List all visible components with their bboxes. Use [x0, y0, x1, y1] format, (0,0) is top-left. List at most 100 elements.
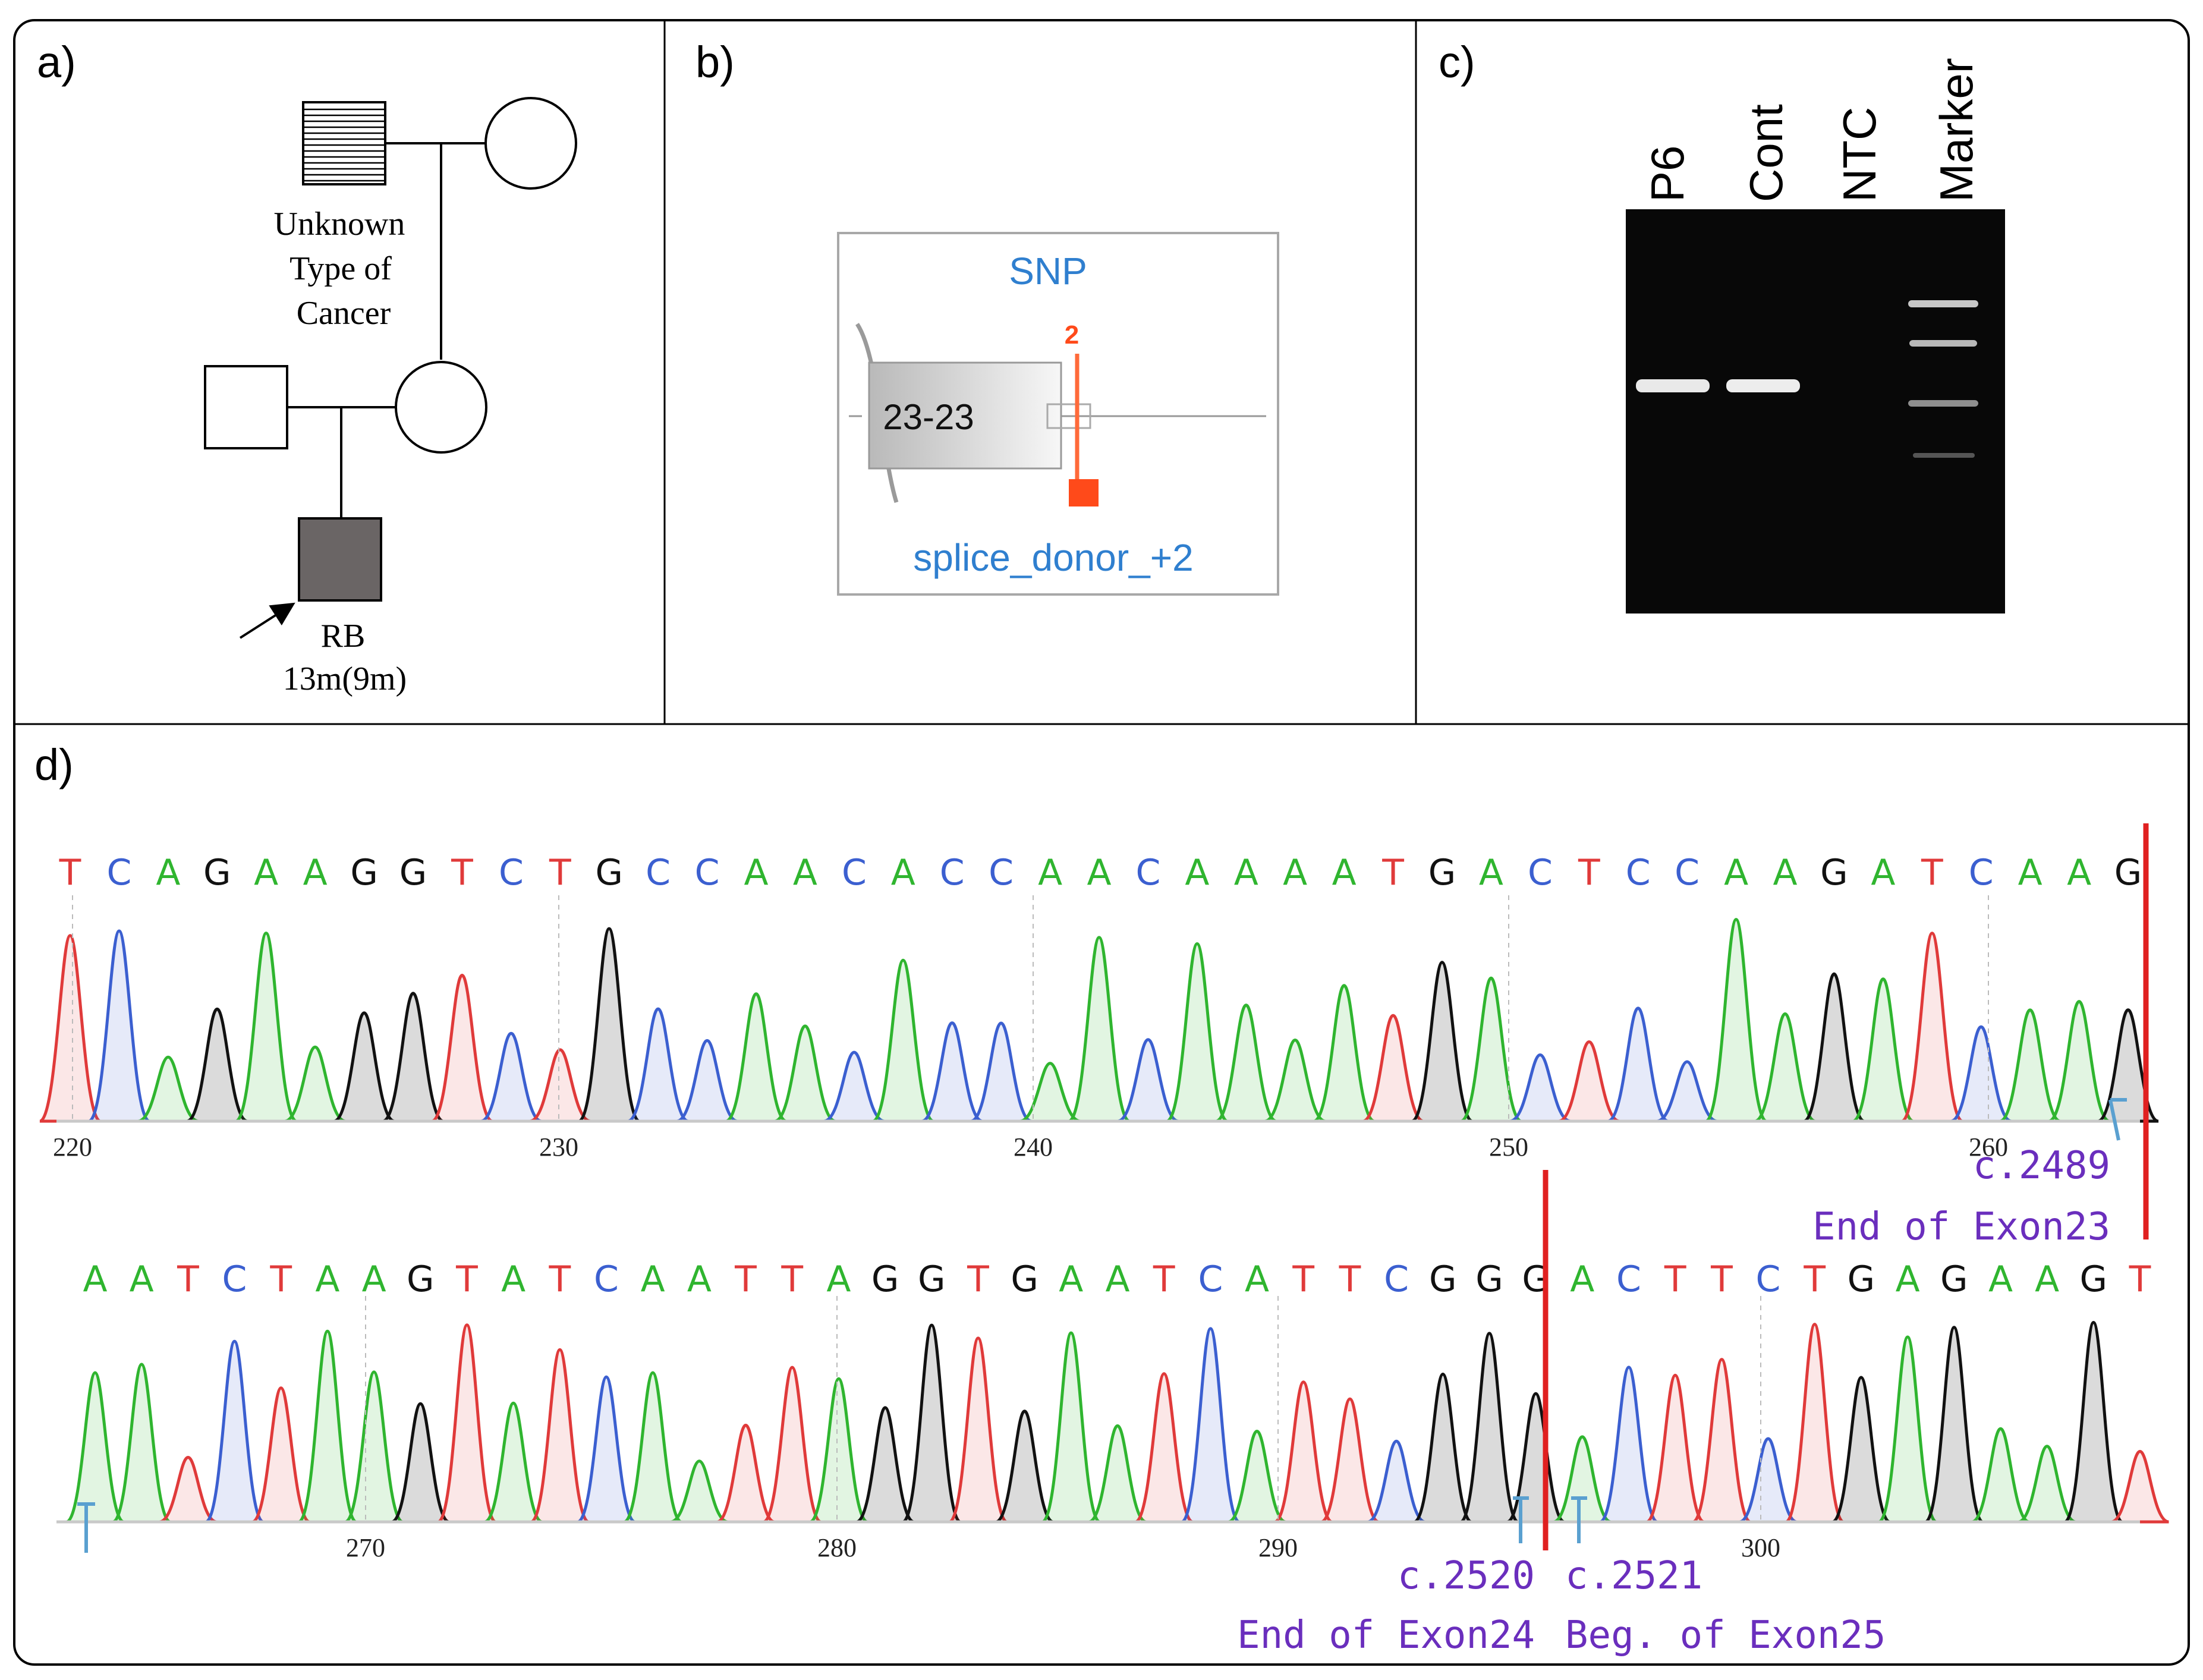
row2-peak-33: [1599, 1366, 1658, 1524]
row1-base-18: C: [940, 852, 965, 894]
row1-peak-29: [1460, 976, 1522, 1123]
row2-tick-280: 280: [817, 1533, 857, 1562]
row1-base-33: C: [1675, 852, 1700, 894]
row1-peak-38: [1900, 932, 1963, 1123]
row1-peak-7: [382, 992, 445, 1123]
marker-band-3: [1908, 400, 1978, 407]
row1-peak-19: [970, 1021, 1033, 1123]
row1-base-41: A: [2067, 852, 2091, 894]
exon-box: [868, 361, 1062, 470]
row1-base-11: G: [595, 852, 623, 894]
row1-peak-9: [480, 1031, 542, 1123]
row1-base-5: A: [303, 852, 328, 894]
row1-base-38: T: [1921, 852, 1943, 894]
row2-base-16: A: [826, 1259, 851, 1300]
row2-peak-7: [391, 1402, 450, 1524]
proband-arrow: [239, 602, 295, 639]
row2-base-6: A: [362, 1259, 386, 1300]
row2-base-34: T: [1664, 1259, 1686, 1300]
row1-peak-18: [921, 1021, 983, 1123]
row2-peak-26: [1274, 1380, 1333, 1524]
marker-band-1: [1908, 300, 1978, 307]
row1-base-26: A: [1332, 852, 1357, 894]
row2-peak-42: [2018, 1445, 2076, 1524]
panel-a-pedigree: a) Unknown Type of Cancer RB 13m(9m): [37, 37, 577, 697]
variant-position-number: 2: [1065, 320, 1079, 350]
row1-peak-30: [1509, 1053, 1571, 1123]
row1-annotation-position: c.2489: [1973, 1144, 2110, 1188]
row1-base-37: A: [1871, 852, 1895, 894]
row1-base-14: A: [744, 852, 768, 894]
row1-traces: [39, 918, 2159, 1123]
variant-marker-square: [1069, 479, 1099, 506]
row1-base-8: T: [451, 852, 473, 894]
row2-base-37: T: [1803, 1259, 1826, 1300]
row2-annotation-left-position: c.2520: [1398, 1554, 1535, 1598]
row2-peak-31: [1506, 1392, 1566, 1524]
lane-label-marker: Marker: [1930, 58, 1982, 202]
row1-base-28: G: [1428, 852, 1456, 894]
row1-peak-28: [1411, 961, 1474, 1123]
row2-annotation-right-position: c.2521: [1565, 1554, 1702, 1598]
row2-base-36: C: [1756, 1259, 1781, 1300]
row2-arrow-icon-left: [77, 1502, 95, 1553]
row2-base-10: T: [548, 1259, 571, 1300]
row1-peak-40: [1999, 1008, 2062, 1123]
row2-base-22: A: [1105, 1259, 1129, 1300]
row2-base-5: A: [315, 1259, 339, 1300]
row2-peak-25: [1228, 1429, 1286, 1524]
row1-base-32: C: [1626, 852, 1651, 894]
row2-base-2: T: [177, 1259, 199, 1300]
row2-base-12: A: [641, 1259, 665, 1300]
row1-annotation-text: End of Exon23: [1812, 1205, 2110, 1249]
row1-base-25: A: [1283, 852, 1307, 894]
row2-peak-41: [1971, 1427, 2030, 1524]
row1-base-15: A: [793, 852, 817, 894]
row2-peak-9: [484, 1401, 543, 1524]
row1-base-29: A: [1479, 852, 1503, 894]
row1-base-6: G: [350, 852, 378, 894]
row2-peak-4: [251, 1386, 311, 1524]
row2-peak-29: [1413, 1372, 1472, 1524]
row1-base-27: T: [1381, 852, 1404, 894]
row2-peak-28: [1367, 1439, 1426, 1524]
proband-label: RB: [321, 618, 366, 655]
row2-peak-5: [298, 1329, 357, 1524]
row2-base-28: C: [1384, 1259, 1409, 1300]
row1-peak-11: [578, 927, 640, 1123]
row2-tick-290: 290: [1258, 1533, 1298, 1562]
row2-base-42: A: [2035, 1259, 2059, 1300]
row1-peak-32: [1607, 1006, 1669, 1123]
row1-peak-1: [88, 929, 150, 1123]
row1-base-13: C: [695, 852, 720, 894]
row1-base-40: A: [2018, 852, 2043, 894]
row2-peak-35: [1692, 1358, 1751, 1524]
row1-peak-15: [774, 1024, 836, 1123]
row1-tick-260: 260: [1969, 1132, 2008, 1162]
variant-effect-label: splice_donor_+2: [913, 536, 1193, 579]
row2-base-14: T: [734, 1259, 757, 1300]
row1-peak-36: [1803, 972, 1865, 1123]
father-square: [204, 365, 288, 449]
row1-base-4: A: [254, 852, 278, 894]
row1-base-12: C: [646, 852, 671, 894]
row2-peak-32: [1553, 1435, 1612, 1524]
row1-peak-2: [137, 1055, 199, 1123]
row2-annotation-right-text: Beg. of Exon25: [1565, 1613, 1886, 1657]
row2-peak-37: [1785, 1323, 1845, 1524]
row1-peak-41: [2048, 1000, 2110, 1123]
row2-peak-12: [623, 1371, 682, 1524]
row2-base-18: G: [918, 1259, 946, 1300]
row1-peak-23: [1166, 942, 1229, 1123]
row1-peak-25: [1264, 1038, 1326, 1123]
row2-annotation-left-text: End of Exon24: [1237, 1613, 1535, 1657]
row2-base-27: T: [1339, 1259, 1361, 1300]
row1-peak-0: [39, 934, 102, 1123]
mother-circle: [395, 361, 487, 454]
row1-peak-3: [186, 1007, 248, 1123]
panel-c-label: c): [1439, 37, 1475, 87]
row1-base-24: A: [1234, 852, 1258, 894]
row2-peak-6: [344, 1370, 404, 1524]
